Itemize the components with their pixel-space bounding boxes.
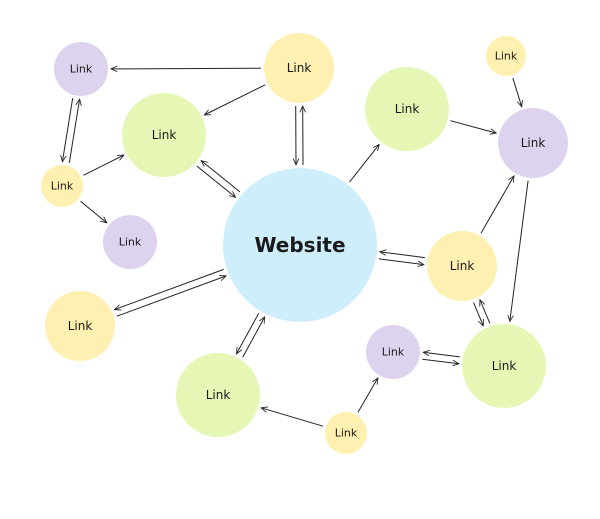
link-node-label: Link bbox=[287, 61, 312, 75]
link-node-circle bbox=[325, 412, 367, 454]
link-node-label: Link bbox=[492, 359, 517, 373]
link-node: Link bbox=[366, 325, 420, 379]
link-node-label: Link bbox=[70, 63, 93, 76]
edge-n4-to-n3 bbox=[83, 155, 124, 176]
edge-n8-to-n12 bbox=[510, 180, 529, 322]
link-node-circle bbox=[427, 231, 497, 301]
link-node-label: Link bbox=[206, 388, 231, 402]
edge-n14-to-n13 bbox=[261, 408, 324, 427]
edge-n4-to-n1 bbox=[68, 99, 79, 163]
link-node-label: Link bbox=[382, 346, 405, 359]
link-node-circle bbox=[486, 36, 526, 76]
edge-hub-to-n6 bbox=[349, 144, 380, 183]
link-node-label: Link bbox=[450, 259, 475, 273]
edge-hub-to-n10 bbox=[378, 258, 424, 265]
edge-n10-to-hub bbox=[380, 252, 425, 259]
link-node: Link bbox=[365, 67, 449, 151]
edge-n10-to-n12 bbox=[473, 302, 484, 326]
link-node-circle bbox=[366, 325, 420, 379]
link-node: Link bbox=[45, 291, 115, 361]
edge-hub-to-n9 bbox=[115, 268, 224, 309]
link-node: Link bbox=[41, 165, 83, 207]
link-node-circle bbox=[365, 67, 449, 151]
edge-n11-to-n12 bbox=[422, 358, 459, 364]
link-node-circle bbox=[462, 324, 546, 408]
edge-n4-to-n5 bbox=[80, 200, 107, 223]
link-node-circle bbox=[45, 291, 115, 361]
link-node: Link bbox=[122, 93, 206, 177]
link-node: Link bbox=[54, 42, 108, 96]
link-node: Link bbox=[264, 33, 334, 103]
link-node: Link bbox=[486, 36, 526, 76]
link-node-label: Link bbox=[51, 180, 74, 193]
website-node-circle bbox=[223, 168, 377, 322]
edge-n7-to-n8 bbox=[512, 77, 522, 107]
edge-n10-to-n8 bbox=[480, 176, 514, 234]
edge-n3-to-hub bbox=[196, 165, 236, 197]
link-node-label: Link bbox=[395, 102, 420, 116]
edges-layer bbox=[62, 68, 529, 427]
edge-n2-to-n1 bbox=[111, 68, 262, 69]
link-node-circle bbox=[498, 108, 568, 178]
link-node-label: Link bbox=[521, 136, 546, 150]
link-node: Link bbox=[427, 231, 497, 301]
website-node: Website bbox=[223, 168, 377, 322]
link-node-label: Link bbox=[495, 50, 518, 63]
website-node-label: Website bbox=[254, 233, 345, 257]
link-node: Link bbox=[325, 412, 367, 454]
edge-n6-to-n8 bbox=[450, 120, 496, 133]
link-node: Link bbox=[462, 324, 546, 408]
edge-n2-to-n3 bbox=[204, 84, 266, 115]
edge-hub-to-n3 bbox=[201, 161, 241, 193]
edge-hub-to-n13 bbox=[237, 313, 260, 354]
edge-n1-to-n4 bbox=[62, 98, 74, 162]
edge-n13-to-hub bbox=[242, 317, 265, 358]
link-node-circle bbox=[54, 42, 108, 96]
link-node: Link bbox=[498, 108, 568, 178]
link-node-label: Link bbox=[335, 427, 358, 440]
edge-n14-to-n11 bbox=[357, 378, 378, 413]
edge-n9-to-hub bbox=[116, 276, 226, 317]
link-node-circle bbox=[122, 93, 206, 177]
link-node-label: Link bbox=[68, 319, 93, 333]
link-node-circle bbox=[264, 33, 334, 103]
link-node-label: Link bbox=[119, 236, 142, 249]
link-node-circle bbox=[41, 165, 83, 207]
link-node-circle bbox=[103, 215, 157, 269]
link-node: Link bbox=[103, 215, 157, 269]
link-node-label: Link bbox=[152, 128, 177, 142]
edge-n12-to-n11 bbox=[423, 352, 460, 358]
link-node: Link bbox=[176, 353, 260, 437]
link-node-circle bbox=[176, 353, 260, 437]
edge-n12-to-n10 bbox=[480, 300, 491, 324]
